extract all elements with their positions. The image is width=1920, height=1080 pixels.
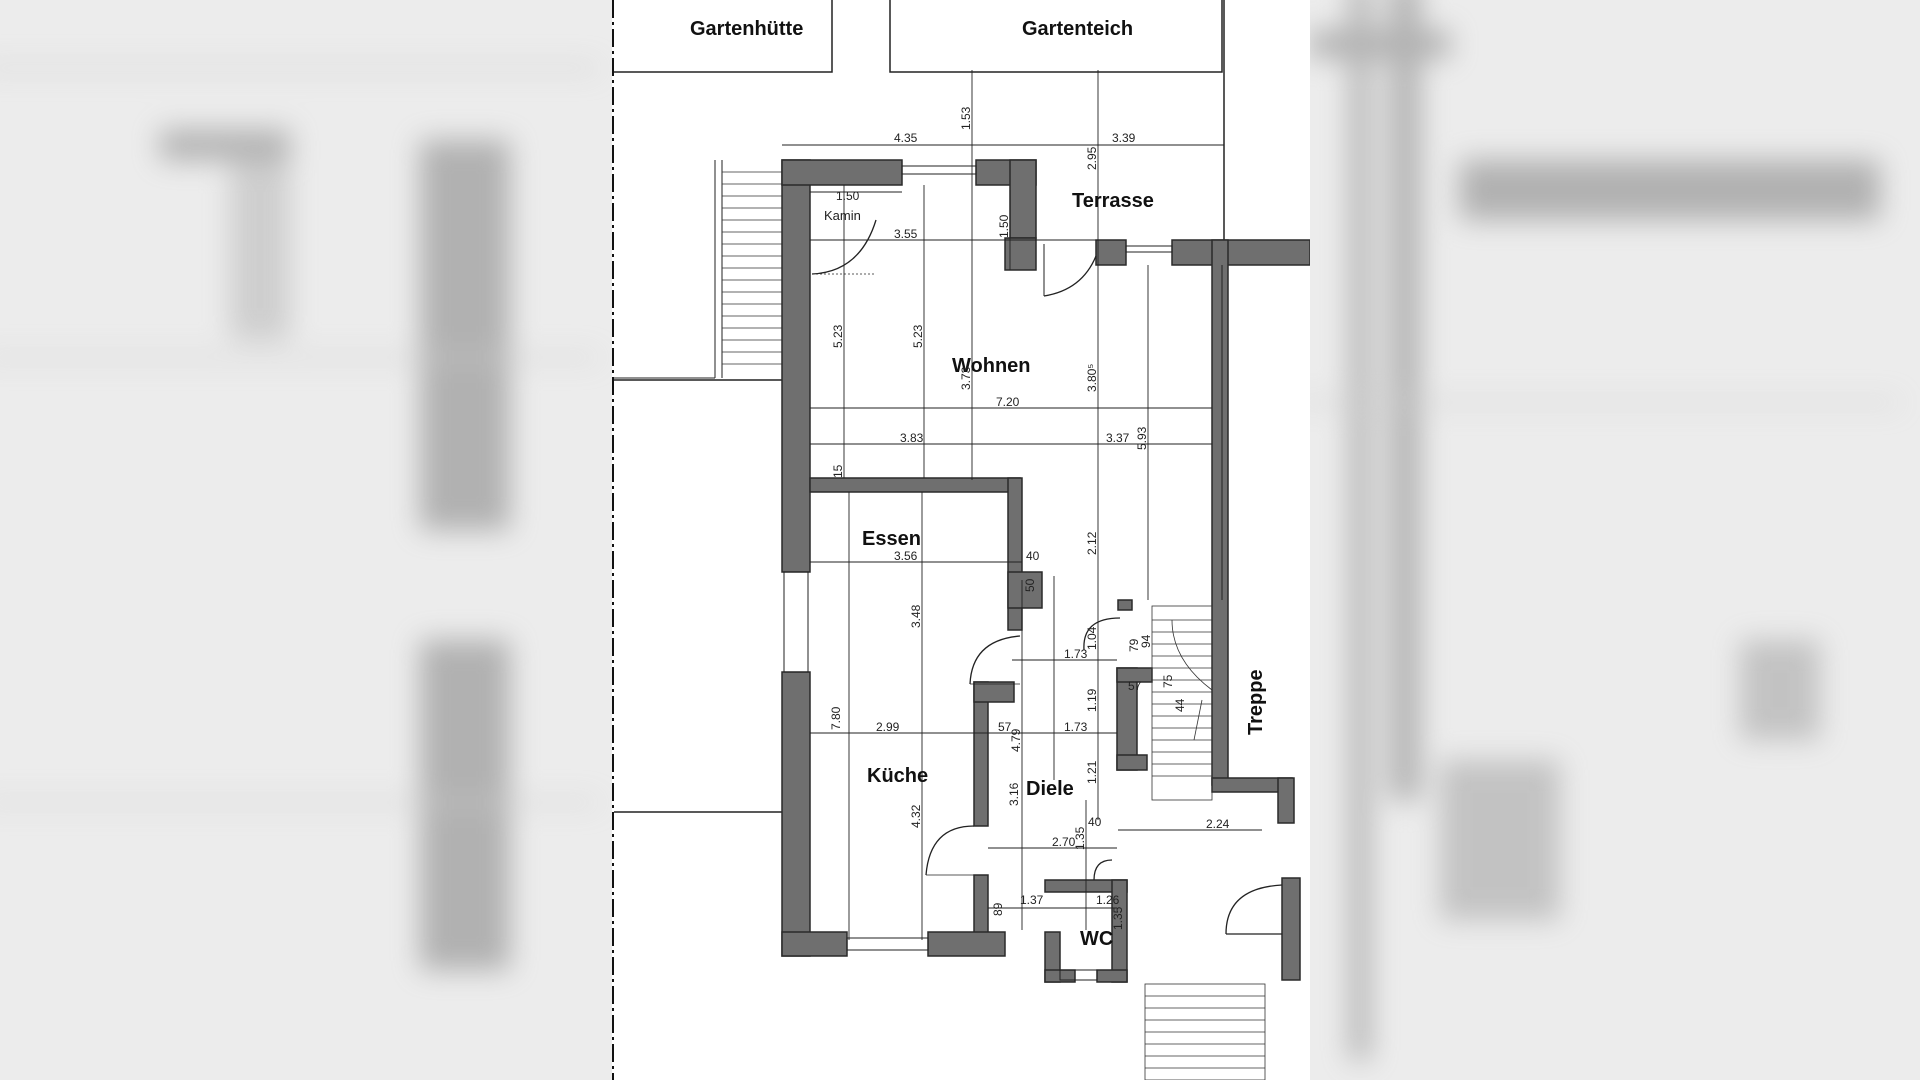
dim-text: 89 xyxy=(991,902,1005,916)
side-steps-treads xyxy=(722,171,782,365)
dim-text: 57 xyxy=(1128,679,1142,693)
dimension-lines xyxy=(782,70,1262,940)
dim-text: 4.32 xyxy=(909,804,923,828)
dim-text: 2.12 xyxy=(1085,531,1099,555)
dim-text: 2.24 xyxy=(1206,817,1230,831)
doors xyxy=(811,219,1283,935)
dim-text: 40 xyxy=(1088,815,1102,829)
dim-text: 3.55 xyxy=(894,227,918,241)
dim-text: 1.04 xyxy=(1085,626,1099,650)
dim-text: 1.73 xyxy=(1064,720,1088,734)
dim-text: 94 xyxy=(1139,634,1153,648)
dim-text: 57 xyxy=(998,720,1012,734)
dim-text: 2.70 xyxy=(1052,835,1076,849)
kamin-label: Kamin xyxy=(824,208,861,223)
dim-text: 1.37 xyxy=(1020,893,1044,907)
dim-text: 79 xyxy=(1127,638,1141,652)
room-label-kueche: Küche xyxy=(867,765,928,787)
floor-plan-drawing: Gartenhütte Gartenteich Terrasse Wohnen … xyxy=(612,0,1310,1080)
dim-text: 40 xyxy=(1026,549,1040,563)
dim-text: 7.80 xyxy=(829,706,843,730)
walls xyxy=(781,159,1310,983)
dim-text: 1.35 xyxy=(1073,826,1087,850)
room-label-terrasse: Terrasse xyxy=(1072,190,1154,212)
dim-text: 44 xyxy=(1173,698,1187,712)
room-label-wc: WC xyxy=(1080,928,1113,950)
windows xyxy=(783,165,1223,981)
dim-text: 1.50 xyxy=(997,214,1011,238)
dim-text: 5.23 xyxy=(911,324,925,348)
dim-text: 4.79 xyxy=(1009,728,1023,752)
floor-plan: Gartenhütte Gartenteich Terrasse Wohnen … xyxy=(612,0,1310,1080)
blurred-background-left xyxy=(0,0,612,1080)
dim-text: 3.83 xyxy=(900,431,924,445)
room-label-gartenteich: Gartenteich xyxy=(1022,18,1133,40)
entrance-steps xyxy=(1144,983,1266,1080)
dim-text: 1.53 xyxy=(959,106,973,130)
dim-text: 50 xyxy=(1023,578,1037,592)
garden-structures xyxy=(614,0,1225,240)
dim-text: 3.80⁵ xyxy=(1085,364,1099,392)
blurred-background-right xyxy=(1310,0,1920,1080)
dim-text: 3.48 xyxy=(909,604,923,628)
dim-text: 3.73 xyxy=(959,366,973,390)
room-label-gartenhuette: Gartenhütte xyxy=(690,18,803,40)
dim-text: 2.95 xyxy=(1085,146,1099,170)
dim-text: 1.73 xyxy=(1064,647,1088,661)
room-label-diele: Diele xyxy=(1026,778,1074,800)
dim-text: 1.35 xyxy=(1111,906,1125,930)
side-steps xyxy=(614,160,782,813)
room-label-essen: Essen xyxy=(862,528,921,550)
dim-text: 15 xyxy=(831,464,845,478)
dim-text: 4.35 xyxy=(894,131,918,145)
dim-text: 1.50 xyxy=(836,189,860,203)
dim-text: 3.56 xyxy=(894,549,918,563)
dim-text: 1.26 xyxy=(1096,893,1120,907)
dim-text: 1.21 xyxy=(1085,760,1099,784)
dim-text: 5.23 xyxy=(831,324,845,348)
dim-text: 1.19 xyxy=(1085,688,1099,712)
dim-text: 5.93 xyxy=(1135,426,1149,450)
staircase xyxy=(1151,605,1213,801)
dim-text: 75 xyxy=(1161,674,1175,688)
dim-text: 7.20 xyxy=(996,395,1020,409)
room-label-treppe: Treppe xyxy=(1245,669,1267,735)
dim-text: 3.16 xyxy=(1007,782,1021,806)
dim-text: 3.37 xyxy=(1106,431,1130,445)
dim-text: 3.39 xyxy=(1112,131,1136,145)
room-label-wohnen: Wohnen xyxy=(952,355,1031,377)
dim-text: 2.99 xyxy=(876,720,900,734)
